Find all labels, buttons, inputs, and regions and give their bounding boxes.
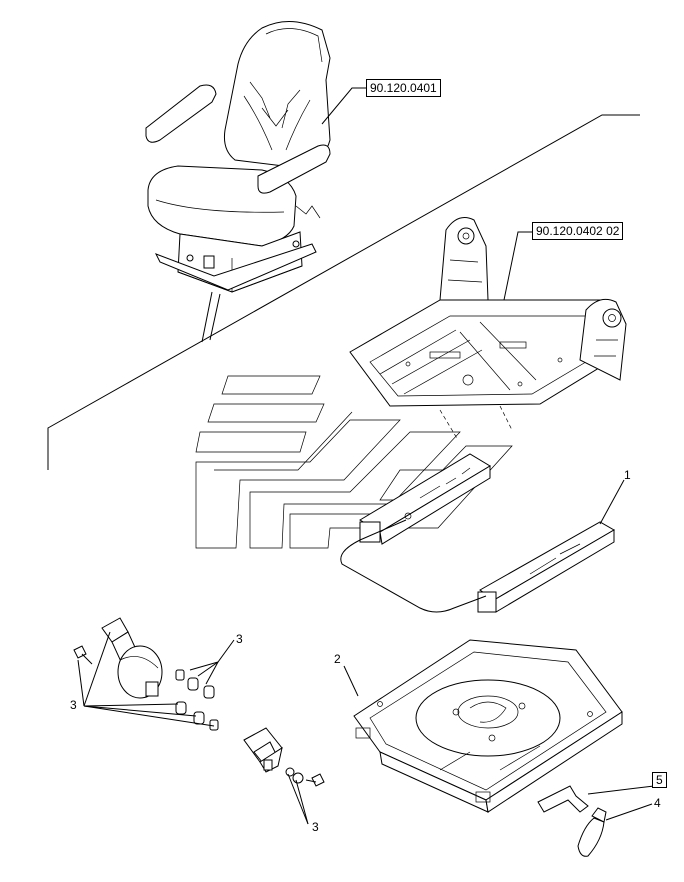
callout-4: 4 bbox=[654, 796, 661, 810]
swivel-plate-drawing bbox=[353, 639, 623, 813]
seat-assembly-drawing bbox=[145, 20, 331, 343]
seat-belt-drawing bbox=[73, 617, 219, 731]
brand-watermark-icon bbox=[195, 375, 513, 549]
seat-frame-reference[interactable]: 90.120.0402 02 bbox=[532, 222, 624, 240]
callout-1-leader bbox=[599, 479, 625, 525]
seat-assembly-leader bbox=[321, 87, 366, 125]
callout-3-bottom: 3 bbox=[312, 820, 319, 834]
section-divider-line bbox=[47, 114, 640, 470]
callout-3-top: 3 bbox=[236, 632, 243, 646]
callout-3-left: 3 bbox=[70, 698, 77, 712]
seat-rails-drawing bbox=[340, 453, 615, 613]
callout-2: 2 bbox=[334, 652, 341, 666]
callout-5: 5 bbox=[652, 772, 667, 788]
seat-frame-leader bbox=[503, 231, 532, 301]
callout-3-leaders bbox=[77, 631, 309, 825]
callout-1: 1 bbox=[624, 468, 631, 482]
seat-belt-buckle-drawing bbox=[243, 727, 325, 787]
callout-2-leader bbox=[343, 665, 359, 697]
seat-frame-drawing bbox=[349, 217, 627, 441]
handle-parts-drawing bbox=[537, 785, 655, 857]
seat-assembly-reference[interactable]: 90.120.0401 bbox=[366, 79, 441, 97]
